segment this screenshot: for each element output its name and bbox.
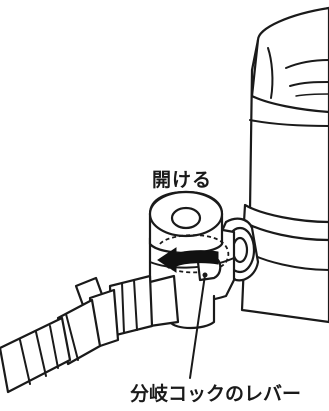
turn-left-arrow xyxy=(157,247,219,273)
faucet-body xyxy=(240,6,329,324)
lever-leader-line xyxy=(189,272,208,379)
elbow-outlet xyxy=(148,274,216,330)
hose-connector xyxy=(56,274,154,366)
diverter-lever-label: 分岐コックのレバー xyxy=(130,383,302,405)
hose xyxy=(0,316,72,394)
open-instruction-label: 開ける xyxy=(152,169,213,191)
